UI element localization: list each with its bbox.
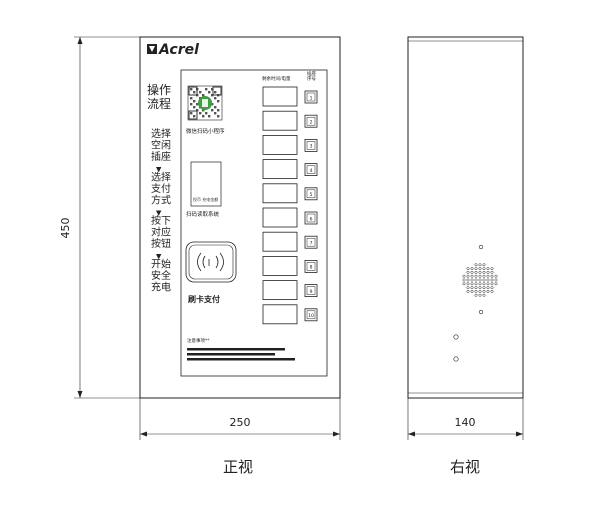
qr-caption: 微信扫码小程序 [186, 127, 225, 135]
notice-line-1 [187, 348, 285, 351]
dimension-side-width-value: 140 [455, 416, 476, 429]
socket-number: 8 [310, 265, 313, 271]
side-hole-top [478, 244, 484, 250]
notice-title: 注意事项** [187, 337, 210, 344]
dimension-front-width-value: 250 [230, 416, 251, 429]
socket-button[interactable] [304, 163, 318, 177]
socket-button[interactable] [304, 235, 318, 249]
dimension-front-width: 250 [139, 398, 341, 440]
speaker-grille [462, 263, 498, 297]
dimension-height: 450 [59, 36, 140, 399]
coin-caption: 扫码读取系统 [186, 210, 220, 218]
socket-button[interactable] [304, 284, 318, 298]
socket-number: 5 [310, 192, 313, 198]
socket-display-window [262, 231, 298, 252]
qr-code [187, 85, 223, 121]
procedure-steps: 选择空闲插座▼选择支付方式▼按下对应按钮▼开始安全充电 [151, 127, 171, 294]
side-view-label: 右视 [450, 458, 480, 476]
column-header-display: 剩余时间/电量 [262, 75, 291, 82]
socket-display-window [262, 86, 298, 107]
procedure-step: 选择空闲插座 [151, 127, 171, 163]
socket-display-window [262, 134, 298, 155]
socket-button[interactable] [304, 211, 318, 225]
front-panel [180, 69, 328, 377]
procedure-step: 按下对应按钮 [151, 214, 171, 250]
notice-line-2 [187, 353, 275, 356]
dimension-height-value: 450 [59, 218, 72, 239]
socket-number: 7 [310, 241, 313, 247]
socket-number: 1 [310, 95, 313, 101]
brand-name: Acrel [158, 42, 199, 58]
socket-display-window [262, 304, 298, 325]
side-screw-1 [453, 334, 459, 340]
notice-line-3 [187, 358, 295, 361]
socket-number: 10 [308, 313, 314, 319]
socket-display-window [262, 255, 298, 276]
dimension-side-width: 140 [407, 398, 524, 440]
socket-display-window [262, 183, 298, 204]
side-hole-bottom [478, 309, 484, 315]
socket-button[interactable] [304, 259, 318, 273]
procedure-title: 操作流程 [147, 82, 171, 111]
front-view-label: 正视 [223, 458, 253, 476]
socket-button[interactable] [304, 138, 318, 152]
socket-display-window [262, 110, 298, 131]
front-enclosure [139, 36, 341, 399]
step-arrow-icon: ▼ [156, 166, 162, 174]
socket-number: 2 [310, 120, 313, 126]
front-view: Acrel 操作流程 选择空闲插座▼选择支付方式▼按下对应按钮▼开始安全充电 微… [139, 36, 341, 399]
socket-display-window [262, 207, 298, 228]
step-arrow-icon: ▼ [156, 253, 162, 261]
socket-number: 9 [310, 289, 313, 295]
socket-rows: 1 2 3 4 5 6 7 8 9 10 [262, 86, 318, 325]
procedure-step: 开始安全充电 [151, 258, 171, 294]
socket-number: 6 [310, 216, 313, 222]
step-arrow-icon: ▼ [156, 209, 162, 217]
socket-button[interactable] [304, 308, 318, 322]
coin-box-inner-label: 投币 充电金额 [193, 196, 218, 202]
side-screw-2 [453, 356, 459, 362]
acrel-logo: Acrel [147, 42, 199, 58]
procedure-step: 选择支付方式 [151, 171, 171, 207]
side-enclosure [407, 36, 524, 399]
column-header-socket: 插座序号 [307, 70, 316, 82]
side-view [407, 36, 524, 399]
coin-box [190, 161, 222, 207]
socket-display-window [262, 280, 298, 301]
card-reader [185, 241, 237, 283]
socket-button[interactable] [304, 90, 318, 104]
card-caption: 刷卡支付 [187, 294, 220, 304]
socket-number: 4 [310, 168, 313, 174]
socket-button[interactable] [304, 187, 318, 201]
socket-display-window [262, 159, 298, 180]
socket-number: 3 [310, 144, 313, 150]
socket-button[interactable] [304, 114, 318, 128]
